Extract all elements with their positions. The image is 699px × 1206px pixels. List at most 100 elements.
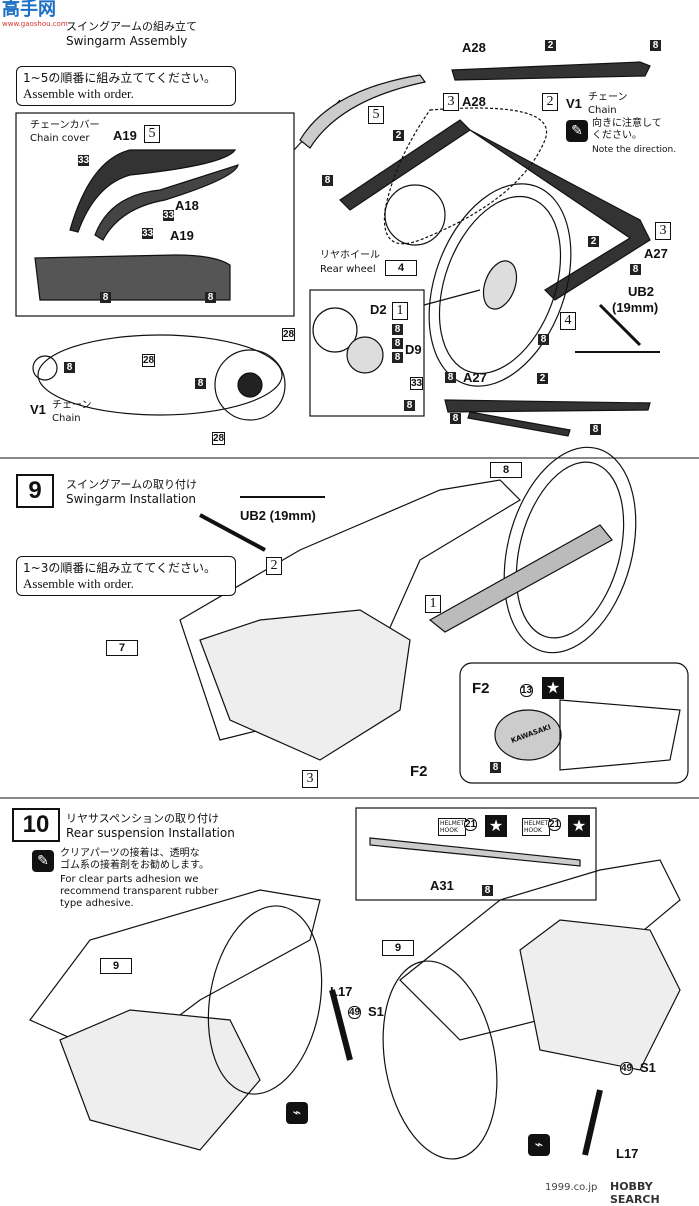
chain-loop <box>37 334 283 416</box>
part-33-a: 33 <box>78 155 90 166</box>
label-f2: F2 <box>410 763 428 780</box>
d2-frame <box>309 289 425 417</box>
seq-1: 1 <box>392 302 408 320</box>
engine-step10-left <box>59 1009 261 1151</box>
part-21-b: 21 <box>548 818 561 831</box>
part-8-a31: 8 <box>482 885 493 896</box>
chain-guard <box>299 74 427 149</box>
part-33-b: 33 <box>163 210 175 221</box>
label-a18: A18 <box>175 198 199 213</box>
label-d2: D2 <box>370 302 387 317</box>
swingarm-a27-lower <box>444 399 651 413</box>
chain-center-en: Chain <box>588 105 617 116</box>
part-8-top-right: 8 <box>650 40 661 51</box>
swingarm-step9 <box>428 524 613 633</box>
part-9-step10-left: 9 <box>100 958 132 974</box>
part-2-a27-lower: 2 <box>537 373 548 384</box>
seq-2-step9: 2 <box>266 557 282 575</box>
part-8-a27-lower-a: 8 <box>445 372 456 383</box>
label-s1-left: S1 <box>368 1004 384 1019</box>
bike-frame-step10-right <box>399 859 681 1041</box>
chain-cover-lower-shape <box>34 254 231 301</box>
part-8-a27-lower-c: 8 <box>590 424 601 435</box>
rear-wheel-jp: リヤホイール <box>320 250 380 261</box>
glue-icon-left: ⌁ <box>286 1102 308 1124</box>
d2-sprocket <box>312 307 358 353</box>
part-8-d2-a: 8 <box>392 324 403 335</box>
label-d9: D9 <box>405 342 422 357</box>
part-8-ub2: 8 <box>538 334 549 345</box>
part-28-b: 28 <box>142 354 155 367</box>
step9-order-jp: 1~3の順番に組み立ててください。 <box>23 561 216 575</box>
seq-4: 4 <box>560 312 576 330</box>
label-a19-bottom: A19 <box>170 228 194 243</box>
part-8-cover-b: 8 <box>205 292 216 303</box>
label-f2-inset: F2 <box>472 680 490 697</box>
part-2-center: 2 <box>393 130 404 141</box>
step9-order-note: 1~3の順番に組み立ててください。 Assemble with order. <box>16 556 236 596</box>
part-8-cover-a: 8 <box>100 292 111 303</box>
seq-1-step9: 1 <box>425 595 441 613</box>
part-8-d2-c: 8 <box>392 352 403 363</box>
note-direction-icon: ✎ <box>566 120 588 142</box>
rear-wheel-en: Rear wheel <box>320 264 376 275</box>
seq-3-a28: 3 <box>443 93 459 111</box>
part-8-sprocket-rear: 8 <box>195 378 206 389</box>
step8-title-jp: スイングアームの組み立て <box>66 20 198 33</box>
logo-text: 高手网 <box>2 0 56 20</box>
seq-5: 5 <box>368 106 384 124</box>
swingarm-right <box>469 129 651 301</box>
rear-wheel-step10-left <box>207 905 323 1095</box>
adhesive-tip-icon: ✎ <box>32 850 54 872</box>
watermark-text: 1999.co.jp <box>545 1182 598 1193</box>
step9-order-en: Assemble with order. <box>23 576 134 591</box>
label-s1-right: S1 <box>640 1060 656 1075</box>
chain-cover-a19-shape <box>69 149 237 233</box>
star-icon-f2: ★ <box>542 677 564 699</box>
watermark-brand: HOBBY SEARCH <box>610 1180 660 1206</box>
step9-number: 9 <box>16 474 54 508</box>
direction-note-jp: 向きに注意して ください。 <box>592 118 662 141</box>
seq-5-cover: 5 <box>144 125 160 143</box>
label-v1-center: V1 <box>566 96 582 111</box>
helmet-hook-frame <box>355 807 597 901</box>
ub2-rod <box>199 513 266 552</box>
part-9-step10-right: 9 <box>382 940 414 956</box>
label-a27-center: A27 <box>644 246 668 261</box>
label-l17-right: L17 <box>616 1146 639 1161</box>
rear-wheel <box>428 183 572 387</box>
part-28-a: 28 <box>282 328 295 341</box>
adhesive-tip-en: For clear parts adhesion we recommend tr… <box>60 874 219 909</box>
label-ub2-size: (19mm) <box>612 300 659 315</box>
label-a19-top: A19 <box>113 128 137 143</box>
engine-cover-f2 <box>494 709 562 761</box>
seq-3-step9: 3 <box>302 770 318 788</box>
part-33-c: 33 <box>142 228 154 239</box>
part-2-top: 2 <box>545 40 556 51</box>
label-a28-center: A28 <box>462 94 486 109</box>
axle-ub2 <box>598 303 642 347</box>
step8-order-note: 1~5の順番に組み立ててください。 Assemble with order. <box>16 66 236 106</box>
part-8-d2-b: 8 <box>392 338 403 349</box>
star-icon-hook-a: ★ <box>485 815 507 837</box>
part-8-f2: 8 <box>490 762 501 773</box>
logo-sub: www.gaoshou.com <box>2 20 68 28</box>
part-21-a: 21 <box>464 818 477 831</box>
chain-cover-label-jp: チェーンカバー <box>30 120 100 131</box>
part-33-d2: 33 <box>410 377 423 390</box>
step10-number: 10 <box>12 808 60 842</box>
part-4-rear-wheel: 4 <box>385 260 417 276</box>
step9-title-en: Swingarm Installation <box>66 492 197 506</box>
rear-wheel-step9 <box>503 446 637 654</box>
engine-step9 <box>199 609 411 761</box>
swingarm-left <box>339 119 471 211</box>
step8-order-en: Assemble with order. <box>23 86 134 101</box>
part-49-right: 49 <box>620 1062 633 1075</box>
label-a31: A31 <box>430 878 454 893</box>
helmet-hook-part <box>369 837 581 867</box>
part-8-step9-wheel: 8 <box>490 462 522 478</box>
helmet-hook-label-a: HELMET HOOK <box>438 818 467 836</box>
part-7-step9: 7 <box>106 640 138 656</box>
label-v1-chain-loop: V1 <box>30 402 46 417</box>
rear-sprocket <box>214 349 286 421</box>
